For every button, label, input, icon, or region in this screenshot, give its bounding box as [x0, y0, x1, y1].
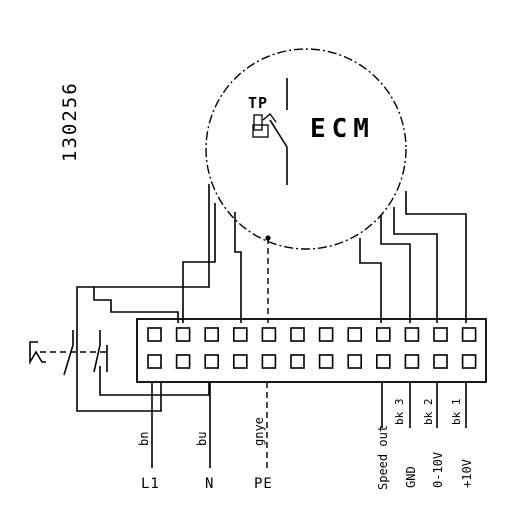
terminal-label-l1: L1	[141, 476, 160, 492]
terminal-9-top	[375, 327, 391, 342]
terminal-11-top	[433, 327, 448, 342]
terminal-4-bottom	[233, 354, 248, 369]
terminal-7-top	[318, 327, 334, 342]
terminal-label-10v: +10V	[460, 459, 474, 488]
terminal-8-bottom	[347, 354, 363, 369]
main-switch	[29, 287, 210, 396]
terminal-6-top	[290, 327, 305, 342]
diagram-id: 130256	[59, 81, 81, 162]
wire-color-bk1: bk 1	[450, 399, 463, 426]
terminal-9-bottom	[375, 354, 391, 369]
terminal-2-bottom	[175, 354, 191, 369]
terminal-8-top	[347, 327, 363, 342]
output-wires	[151, 382, 467, 468]
wire-color-pe: gnye	[252, 417, 266, 446]
motor-boundary	[205, 48, 407, 250]
motor-type-label: ECM	[310, 114, 375, 144]
terminal-6-bottom	[290, 354, 305, 369]
terminal-11-bottom	[433, 354, 448, 369]
terminal-7-bottom	[318, 354, 334, 369]
terminal-5-top	[261, 327, 277, 342]
terminal-label-gnd: GND	[404, 466, 418, 488]
terminal-3-top	[204, 327, 219, 342]
wire-color-bk2: bk 2	[422, 399, 435, 426]
terminal-label-0-10v: 0-10V	[431, 452, 445, 488]
terminal-12-top	[461, 327, 477, 342]
wire-color-l1: bn	[137, 432, 151, 446]
terminal-1-top	[147, 327, 162, 342]
terminal-5-bottom	[261, 354, 277, 369]
terminal-2-top	[175, 327, 191, 342]
thermal-protection-label: TP	[248, 94, 268, 112]
terminal-12-bottom	[461, 354, 477, 369]
terminal-3-bottom	[204, 354, 219, 369]
terminal-10-top	[404, 327, 420, 342]
terminal-10-bottom	[404, 354, 420, 369]
terminal-squares	[147, 327, 477, 369]
terminal-label-n: N	[205, 476, 214, 492]
terminal-block	[136, 318, 487, 383]
terminal-label-speed-out: Speed out	[376, 425, 390, 490]
terminal-1-bottom	[147, 354, 162, 369]
wire-color-bk3: bk 3	[393, 399, 406, 426]
thermal-protection-symbol: TP	[248, 78, 288, 185]
terminal-4-top	[233, 327, 248, 342]
wire-color-n: bu	[195, 432, 209, 446]
motor-wires	[76, 184, 467, 412]
terminal-label-pe: PE	[254, 476, 273, 492]
